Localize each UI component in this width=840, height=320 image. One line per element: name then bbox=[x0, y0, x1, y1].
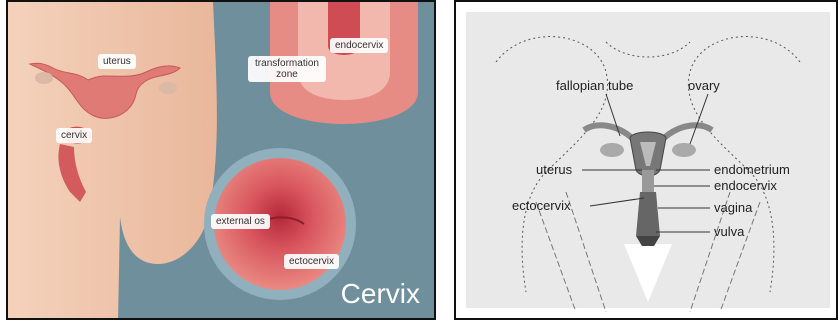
label-uterus: uterus bbox=[98, 54, 136, 69]
label-ovary: ovary bbox=[688, 78, 720, 93]
label-external-os: external os bbox=[211, 214, 270, 229]
cervix-shape bbox=[642, 170, 654, 192]
body-silhouette bbox=[8, 2, 217, 320]
label-cervix: cervix bbox=[56, 128, 92, 143]
label-ectocervix: ectocervix bbox=[284, 254, 339, 269]
reproductive-anatomy-panel: fallopian tube ovary uterus endometrium … bbox=[454, 0, 838, 320]
ovary-left-shape bbox=[600, 143, 624, 157]
label-ectocervix: ectocervix bbox=[512, 198, 571, 213]
label-uterus: uterus bbox=[536, 162, 572, 177]
label-endocervix: endocervix bbox=[714, 178, 777, 193]
label-endometrium: endometrium bbox=[714, 162, 790, 177]
label-endocervix: endocervix bbox=[330, 38, 388, 53]
label-transformation-zone: transformation zone bbox=[248, 56, 326, 82]
label-vagina: vagina bbox=[714, 200, 752, 215]
panel-title: Cervix bbox=[341, 278, 420, 310]
ovary-left-shape bbox=[35, 72, 53, 84]
ovary-right-shape bbox=[159, 82, 177, 94]
ovary-right-shape bbox=[672, 143, 696, 157]
anatomy-diagram bbox=[456, 2, 838, 320]
label-fallopian-tube: fallopian tube bbox=[556, 78, 633, 93]
cervix-illustration-panel: uterus cervix transformation zone endoce… bbox=[6, 0, 436, 320]
label-vulva: vulva bbox=[714, 224, 744, 239]
